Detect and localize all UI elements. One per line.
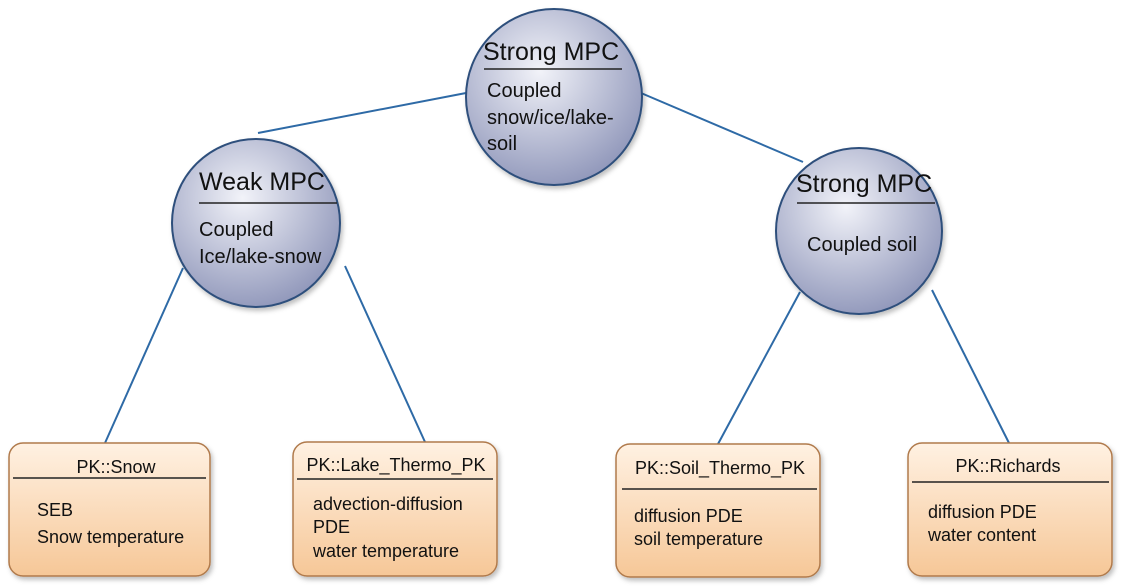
mpc-node-soil[interactable]: Strong MPC Coupled soil <box>775 147 943 315</box>
mpc-node-weak-line-1: Coupled <box>199 219 274 241</box>
mpc-node-weak-circle <box>171 138 341 308</box>
edge-root-strong-soil <box>640 92 804 163</box>
edge-weak-snow <box>104 267 184 444</box>
pk-node-snow-title: PK::Snow <box>76 457 156 477</box>
pk-node-richards-line-1: diffusion PDE <box>928 502 1037 522</box>
pk-node-lake-thermo-box <box>292 441 498 577</box>
pk-node-lake-thermo-line-2: PDE <box>313 517 350 537</box>
mpc-node-root-circle <box>465 8 643 186</box>
pk-node-snow-line-2: Snow temperature <box>37 527 184 547</box>
pk-node-snow-line-1: SEB <box>37 500 73 520</box>
mpc-node-weak[interactable]: Weak MPC Coupled Ice/lake-snow <box>171 138 341 308</box>
mpc-node-weak-line-2: Ice/lake-snow <box>199 246 322 268</box>
pk-node-richards-box <box>907 442 1113 577</box>
mpc-node-weak-title: Weak MPC <box>199 168 325 196</box>
pk-node-richards-line-2: water content <box>927 525 1036 545</box>
pk-node-soil-thermo-line-1: diffusion PDE <box>634 506 743 526</box>
pk-node-richards[interactable]: PK::Richards diffusion PDE water content <box>907 442 1113 577</box>
pk-node-lake-thermo-title: PK::Lake_Thermo_PK <box>306 455 485 476</box>
pk-node-lake-thermo[interactable]: PK::Lake_Thermo_PK advection-diffusion P… <box>292 441 498 577</box>
edge-root-weak <box>257 92 467 134</box>
pk-node-soil-thermo-line-2: soil temperature <box>634 529 763 549</box>
mpc-node-root-line-2: snow/ice/lake- <box>487 107 614 129</box>
pk-node-soil-thermo-box <box>615 443 821 578</box>
edge-soil-soilthermo <box>717 291 801 445</box>
mpc-node-root[interactable]: Strong MPC Coupled snow/ice/lake- soil <box>465 8 643 186</box>
mpc-node-soil-line-1: Coupled soil <box>807 234 917 256</box>
edges <box>104 92 1010 445</box>
pk-node-soil-thermo[interactable]: PK::Soil_Thermo_PK diffusion PDE soil te… <box>615 443 821 578</box>
mpc-node-root-line-3: soil <box>487 133 517 155</box>
edge-soil-richards <box>931 289 1010 444</box>
pk-node-snow[interactable]: PK::Snow SEB Snow temperature <box>8 442 211 577</box>
mpc-node-soil-circle <box>775 147 943 315</box>
pk-node-soil-thermo-title: PK::Soil_Thermo_PK <box>635 458 805 479</box>
pk-node-snow-box <box>8 442 211 577</box>
pk-node-richards-title: PK::Richards <box>955 456 1060 476</box>
mpc-node-root-line-1: Coupled <box>487 80 562 102</box>
mpc-node-root-title: Strong MPC <box>483 38 619 66</box>
edge-weak-lake <box>344 265 426 443</box>
mpc-node-soil-title: Strong MPC <box>796 170 932 198</box>
pk-node-lake-thermo-line-3: water temperature <box>312 541 459 561</box>
pk-node-lake-thermo-line-1: advection-diffusion <box>313 494 463 514</box>
